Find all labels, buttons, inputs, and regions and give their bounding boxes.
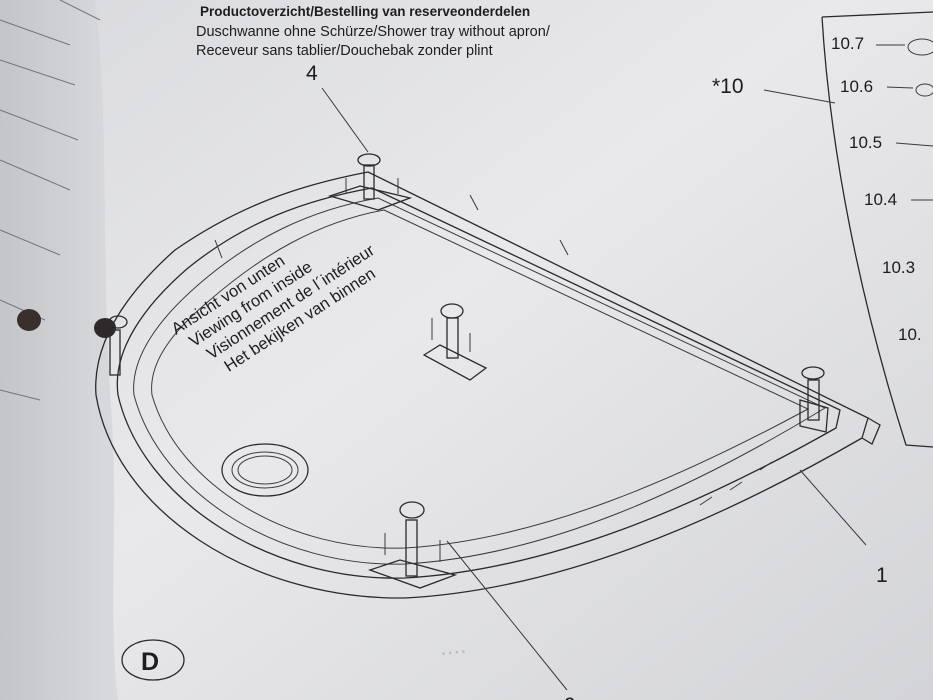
- punch-hole: [17, 309, 41, 331]
- header-line-2: Duschwanne ohne Schürze/Shower tray with…: [196, 24, 551, 40]
- shower-tray-drawing: [95, 171, 881, 599]
- part-10-3: 10.3: [882, 258, 915, 277]
- callout-9-leader: [446, 540, 568, 691]
- left-page-lines: [0, 0, 101, 401]
- part-10-7: 10.7: [831, 34, 864, 53]
- part-leader-lines: [876, 38, 933, 201]
- bleed-through-text: ‥‥: [439, 635, 468, 660]
- left-page-edge: [0, 0, 118, 700]
- callout-9-partial: 9: [564, 694, 576, 700]
- diagram-letter: D: [141, 648, 159, 676]
- callout-1-leader: [799, 469, 867, 546]
- punch-hole: [94, 318, 116, 338]
- part-10-6: 10.6: [840, 77, 873, 96]
- header-line-1: Productoverzicht/Bestelling van reserveo…: [200, 4, 530, 19]
- header-line-3: Receveur sans tablier/Douchebak zonder p…: [196, 43, 493, 59]
- foot-top: [327, 153, 413, 211]
- callout-4: 4: [306, 62, 318, 85]
- callout-10-leader: [763, 89, 836, 104]
- foot-right: [799, 366, 829, 433]
- foot-center: [422, 303, 488, 381]
- part-10-4: 10.4: [864, 190, 897, 209]
- parts-list-panel: [821, 11, 933, 448]
- diagram-letter-badge: [121, 639, 185, 681]
- callout-10: *10: [712, 75, 744, 98]
- part-10-x: 10.: [898, 325, 922, 344]
- callout-1: 1: [876, 564, 888, 587]
- callout-4-leader: [321, 87, 369, 153]
- part-10-5: 10.5: [849, 133, 882, 152]
- foot-left: [108, 315, 128, 376]
- foot-bottom: [368, 501, 458, 589]
